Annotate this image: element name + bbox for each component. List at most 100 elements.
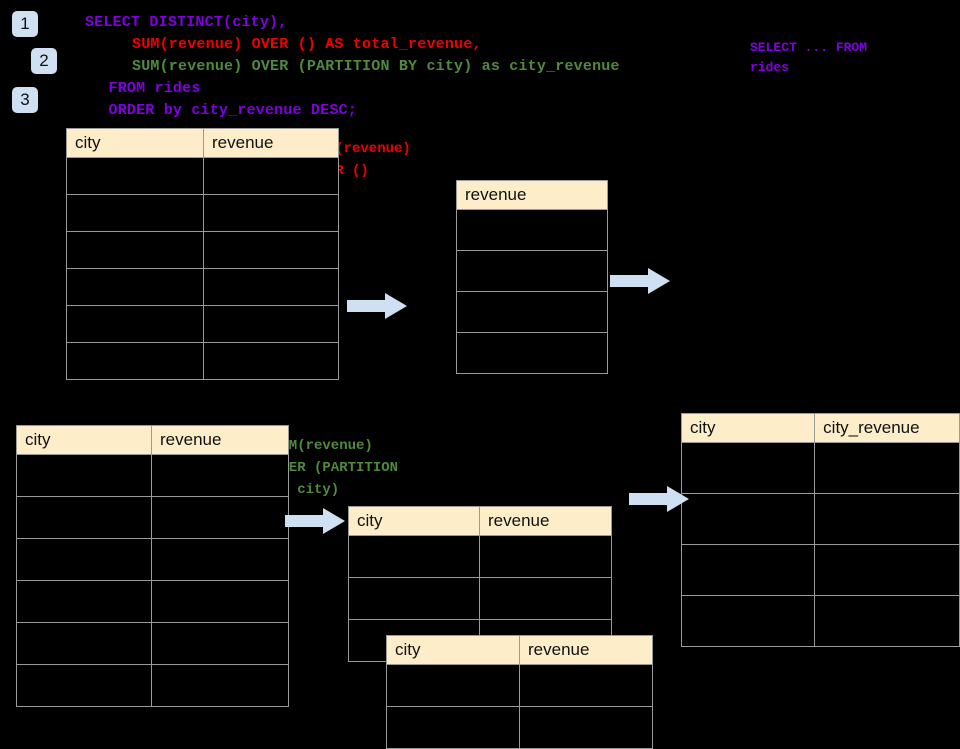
table-total-revenue: revenue: [456, 180, 608, 374]
table-cell: [519, 706, 653, 749]
table-cell: [151, 454, 289, 497]
table-row: [66, 157, 339, 195]
table-cell: [203, 305, 339, 343]
sql-line-3: SUM(revenue) OVER (PARTITION BY city) as…: [132, 58, 620, 75]
table-cell: [16, 664, 152, 707]
arrow-partition-to-result: [629, 486, 689, 512]
column-header-revenue: revenue: [479, 506, 612, 536]
table-row: [680, 493, 960, 545]
table-row: [456, 332, 608, 374]
step-badge-1[interactable]: 1: [12, 11, 38, 37]
table-cell: [203, 268, 339, 306]
table-cell: [519, 664, 653, 707]
table-cell: [386, 706, 520, 749]
table-row: [16, 538, 289, 581]
table-cell: [386, 664, 520, 707]
table-cell: [479, 577, 612, 620]
table-row: [680, 442, 960, 494]
column-header-revenue: revenue: [519, 635, 653, 665]
table-row: [386, 664, 653, 707]
table-row: [66, 194, 339, 232]
table-cell: [348, 577, 480, 620]
table-row: [348, 577, 612, 620]
table-row: [16, 580, 289, 623]
table-cell: [66, 305, 204, 343]
table-cell: [680, 493, 816, 545]
table-cell: [680, 442, 816, 494]
table-cell: [16, 622, 152, 665]
table-cell: [203, 194, 339, 232]
step-badge-2[interactable]: 2: [31, 48, 57, 74]
table-header-row: revenue: [456, 180, 608, 210]
sql-line-1: SELECT DISTINCT(city),: [85, 14, 288, 31]
table-row: [348, 535, 612, 578]
column-header-revenue: revenue: [456, 180, 608, 210]
column-header-city: city: [16, 425, 152, 455]
sql-line-2: SUM(revenue) OVER () AS total_revenue,: [132, 36, 482, 53]
table-cell: [203, 231, 339, 269]
table-cell: [456, 209, 608, 251]
table-row: [456, 250, 608, 292]
table-row: [66, 268, 339, 306]
table-cell: [814, 595, 960, 647]
column-header-revenue: revenue: [151, 425, 289, 455]
table-cell: [151, 664, 289, 707]
table-row: [680, 595, 960, 647]
table-cell: [66, 231, 204, 269]
column-header-revenue: revenue: [203, 128, 339, 158]
table-cell: [348, 535, 480, 578]
table-row: [16, 496, 289, 539]
table-cell: [814, 493, 960, 545]
table-row: [456, 291, 608, 333]
table-row: [66, 231, 339, 269]
column-header-city: city: [680, 413, 816, 443]
sql-line-4: FROM rides: [108, 80, 201, 97]
column-header-city: city: [386, 635, 520, 665]
table-cell: [16, 538, 152, 581]
table-cell: [456, 291, 608, 333]
column-header-city_revenue: city_revenue: [814, 413, 960, 443]
table-cell: [66, 342, 204, 380]
table-row: [66, 305, 339, 343]
column-header-city: city: [348, 506, 480, 536]
arrow-source-to-partition: [285, 508, 345, 534]
table-cell: [66, 157, 204, 195]
table-cell: [151, 496, 289, 539]
step-badge-3[interactable]: 3: [12, 87, 38, 113]
table-row: [66, 342, 339, 380]
table-cell: [456, 250, 608, 292]
table-cell: [479, 535, 612, 578]
table-cell: [16, 496, 152, 539]
table-row: [680, 544, 960, 596]
select-from-rides-note: SELECT ... FROM rides: [750, 40, 868, 75]
table-row: [16, 664, 289, 707]
arrow-total-to-result: [610, 268, 670, 294]
table-cell: [814, 442, 960, 494]
table-cell: [203, 157, 339, 195]
table-cell: [680, 595, 816, 647]
table-cell: [16, 580, 152, 623]
table-row: [386, 706, 653, 749]
table-row: [456, 209, 608, 251]
table-cell: [66, 268, 204, 306]
table-cell: [151, 622, 289, 665]
sql-query-block: SELECT DISTINCT(city), SUM(revenue) OVER …: [85, 12, 620, 122]
sql-line-5: ORDER by city_revenue DESC;: [108, 102, 357, 119]
table-cell: [456, 332, 608, 374]
table-row: [16, 454, 289, 497]
table-cell: [16, 454, 152, 497]
table-cell: [814, 544, 960, 596]
annotation-sum-over-partition: SUM(revenue) OVER (PARTITION BY city): [272, 438, 399, 498]
column-header-city: city: [66, 128, 204, 158]
table-cell: [151, 538, 289, 581]
table-cell: [680, 544, 816, 596]
